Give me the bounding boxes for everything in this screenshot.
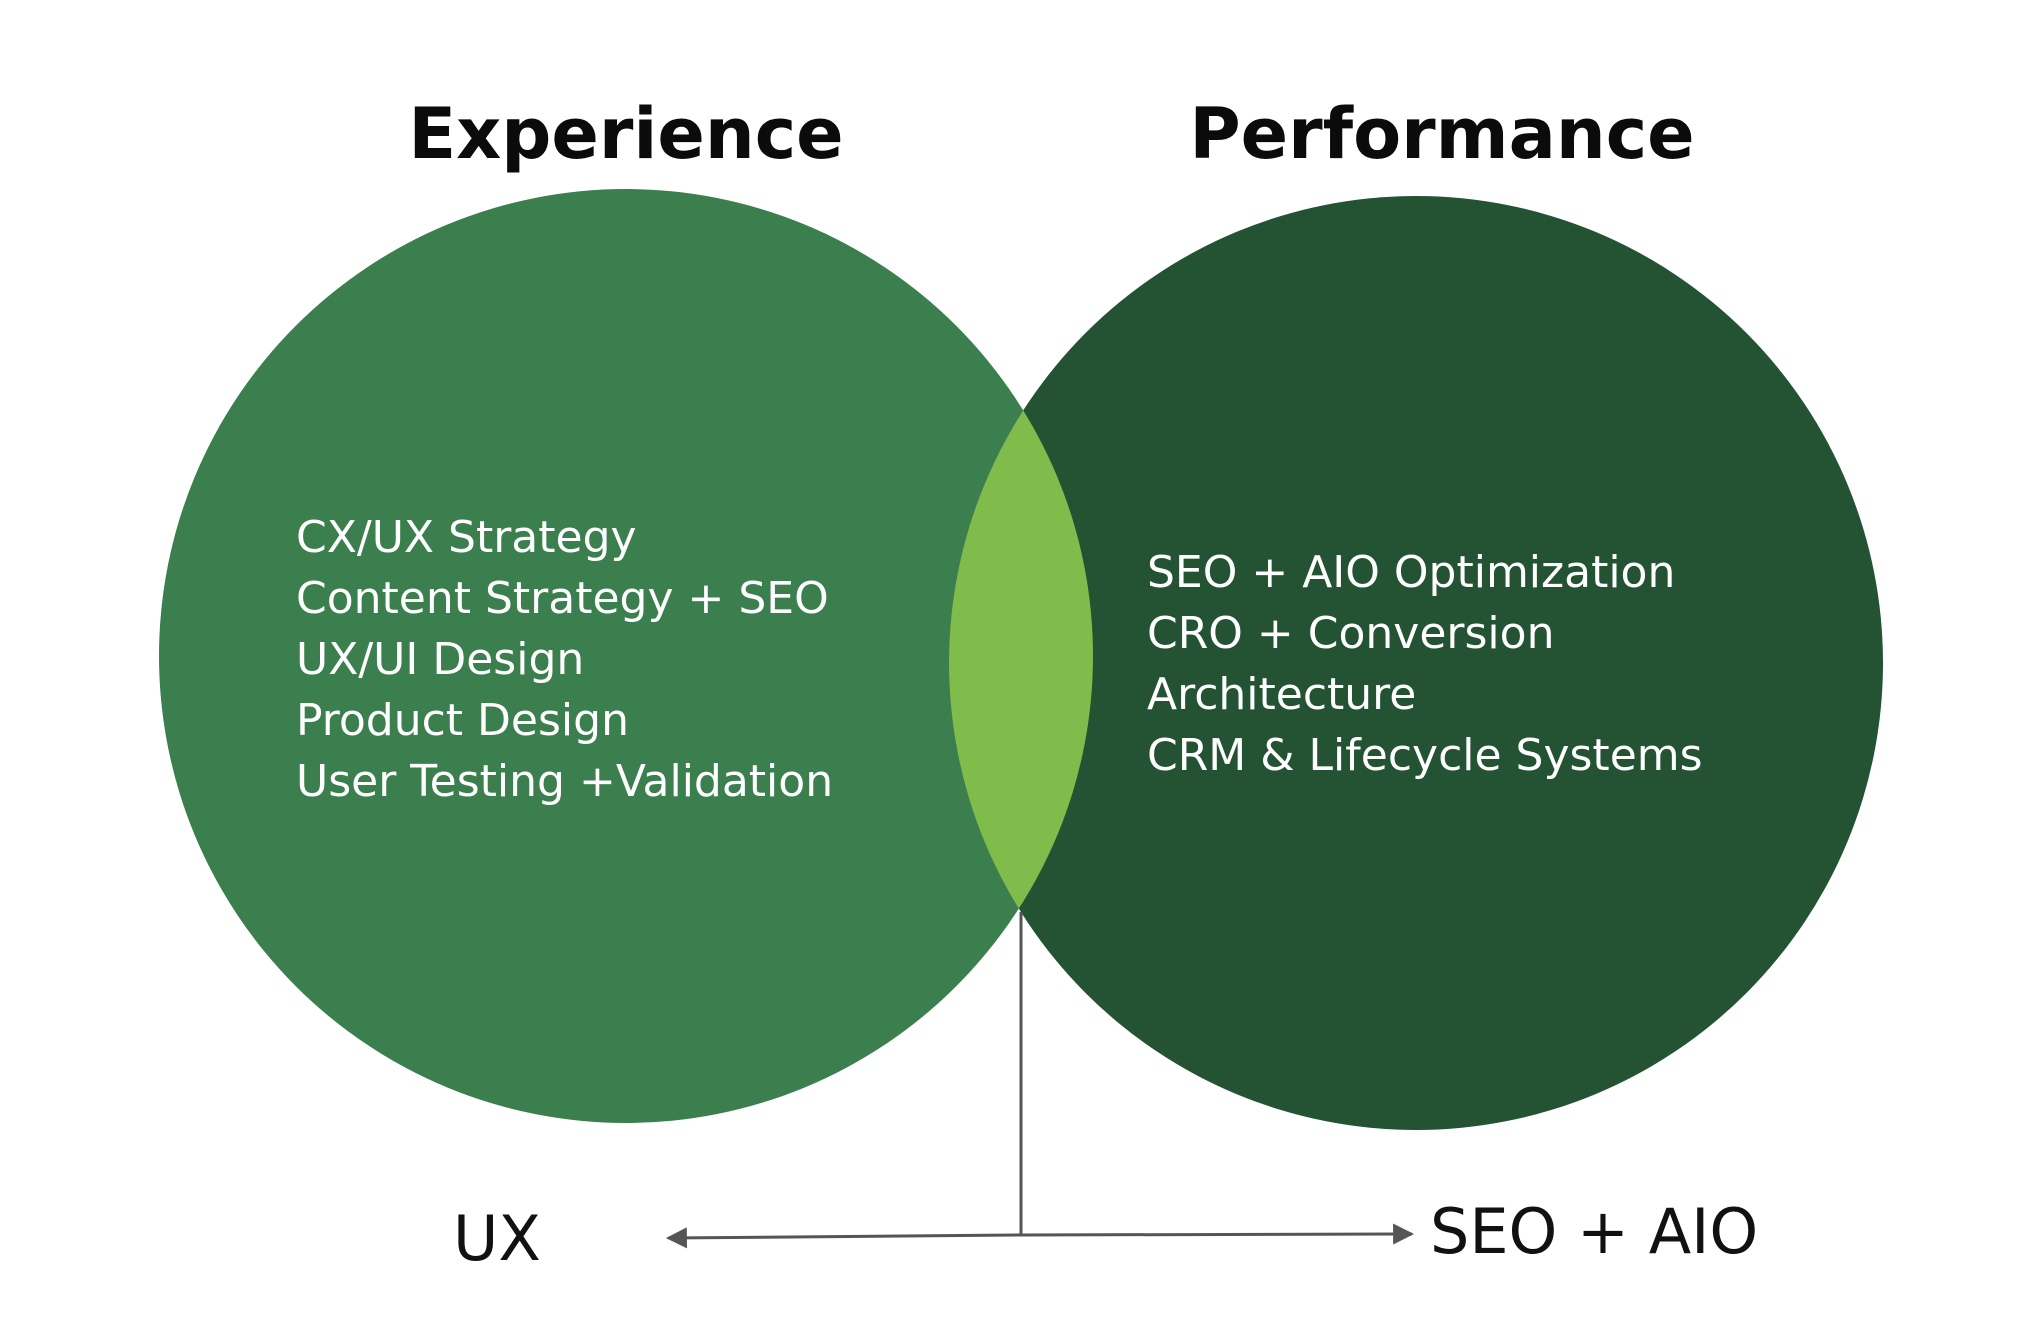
connector-left-arrow [665,1227,1022,1249]
experience-item: Content Strategy + SEO [296,573,829,624]
experience-item: CX/UX Strategy [296,512,637,563]
performance-item: Architecture [1147,669,1416,720]
connector-right-arrow [1020,1223,1415,1245]
performance-title: Performance [1189,93,1694,175]
experience-title: Experience [408,93,843,175]
performance-item: SEO + AIO Optimization [1147,547,1675,598]
ux-label: UX [453,1202,541,1275]
seo-aio-label: SEO + AIO [1430,1195,1758,1268]
experience-item: Product Design [296,695,629,746]
experience-item: UX/UI Design [296,634,584,685]
performance-item: CRM & Lifecycle Systems [1147,730,1703,781]
performance-circle [949,196,1883,1130]
experience-item: User Testing +Validation [296,756,833,807]
performance-item: CRO + Conversion [1147,608,1554,659]
experience-circle [159,189,1093,1123]
